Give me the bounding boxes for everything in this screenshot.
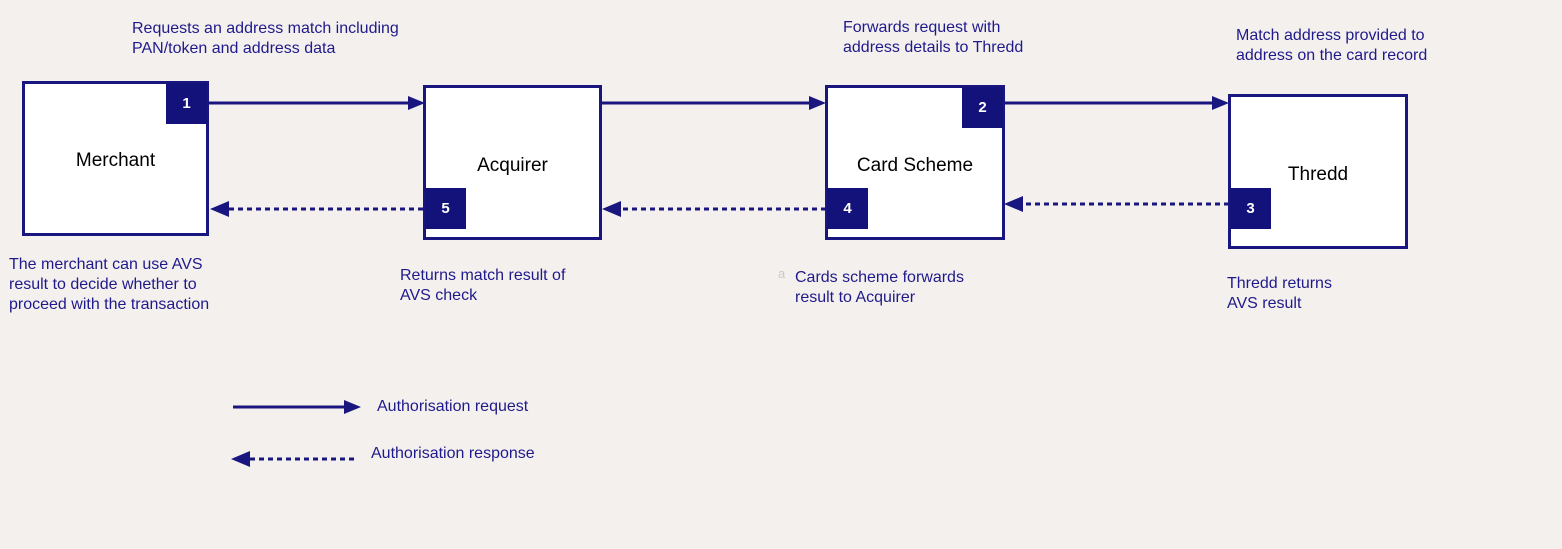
step-4-badge: 4 [827, 188, 868, 229]
note-thredd-result: Thredd returns AVS result [1227, 274, 1332, 314]
merchant-box: Merchant 1 [22, 81, 209, 236]
step-2-badge: 2 [962, 87, 1003, 128]
arrowhead [408, 96, 425, 110]
legend-response-label: Authorisation response [371, 445, 535, 462]
note-merchant-result: The merchant can use AVS result to decid… [9, 255, 209, 315]
merchant-label: Merchant [75, 150, 156, 171]
note-line: result to decide whether to [9, 276, 197, 293]
note-line: AVS check [400, 287, 478, 304]
acquirer-box: Acquirer 5 [423, 85, 602, 240]
card-scheme-label: Card Scheme [856, 155, 974, 176]
note-thredd-match: Match address provided to address on the… [1236, 26, 1427, 66]
thredd-box: Thredd 3 [1228, 94, 1408, 249]
note-line: result to Acquirer [795, 289, 916, 306]
note-line: Match address provided to [1236, 27, 1425, 44]
step-3-badge: 3 [1230, 188, 1271, 229]
card-scheme-box: Card Scheme 2 4 [825, 85, 1005, 240]
acquirer-label: Acquirer [477, 155, 548, 176]
stray-glyph: a [778, 266, 786, 281]
legend-request-label: Authorisation request [377, 398, 529, 415]
note-line: Returns match result of [400, 267, 566, 284]
note-line: Thredd returns [1227, 275, 1332, 292]
note-line: PAN/token and address data [132, 40, 336, 57]
note-line: Cards scheme forwards [795, 269, 964, 286]
arrowhead [344, 400, 361, 414]
arrowhead [809, 96, 826, 110]
note-line: proceed with the transaction [9, 296, 210, 313]
note-acquirer-result: Returns match result of AVS check [400, 266, 565, 306]
step-1-badge: 1 [166, 83, 207, 124]
note-merchant-request: Requests an address match including PAN/… [132, 19, 399, 59]
arrowhead [602, 201, 621, 217]
arrowhead [231, 451, 250, 467]
note-line: address on the card record [1236, 47, 1428, 64]
step-5-badge: 5 [425, 188, 466, 229]
note-line: address details to Thredd [843, 39, 1024, 56]
note-line: The merchant can use AVS [9, 256, 203, 273]
note-line: Requests an address match including [132, 20, 399, 37]
arrowhead [210, 201, 229, 217]
note-line: Forwards request with [843, 19, 1001, 36]
arrowhead [1212, 96, 1229, 110]
note-line: AVS result [1227, 295, 1302, 312]
note-scheme-forward: Forwards request with address details to… [843, 18, 1023, 58]
thredd-label: Thredd [1287, 164, 1349, 185]
arrowhead [1004, 196, 1023, 212]
note-scheme-result: Cards scheme forwards result to Acquirer [795, 268, 964, 308]
